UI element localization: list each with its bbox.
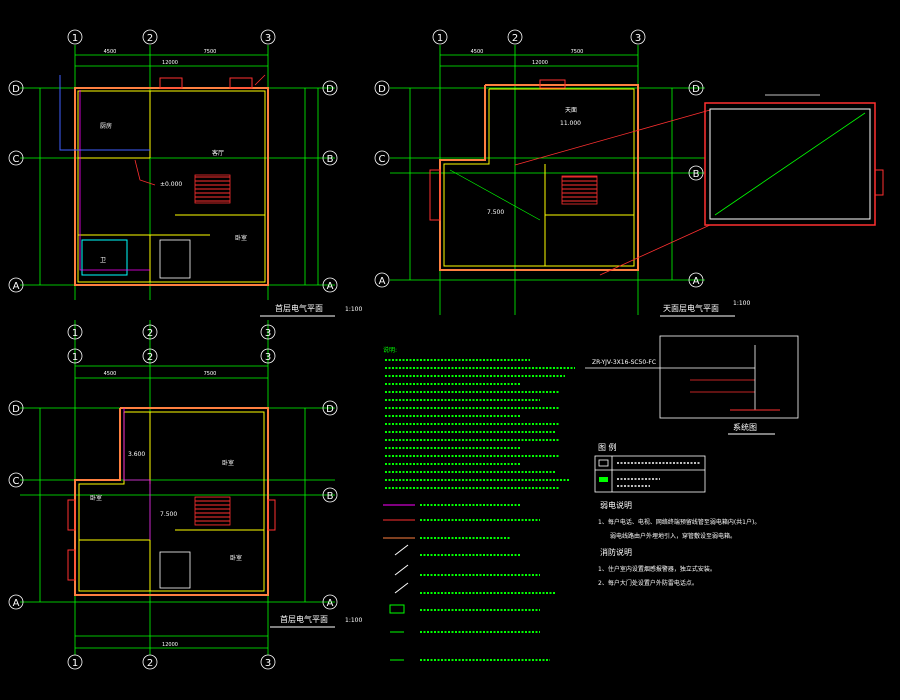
- scale-second: 1:100: [345, 617, 362, 624]
- roof-dim-a: 4500: [471, 49, 484, 55]
- dim-a: 4500: [104, 49, 117, 55]
- s-row-d: D: [12, 404, 20, 415]
- room-bath: 卫: [100, 257, 106, 264]
- s-col-2b: 2: [147, 658, 153, 669]
- roof-plan: 1 2 3 D C A D B A 4500 7500 12000: [374, 29, 750, 317]
- grid-row-d-r: D: [326, 84, 334, 95]
- s-row-a: A: [13, 598, 20, 609]
- roof-row-d-r: D: [692, 84, 700, 95]
- s-room-2: 卧室: [222, 459, 234, 467]
- room-living: 客厅: [212, 149, 224, 157]
- roof-elev: 11.000: [560, 120, 581, 127]
- roof-col-2: 2: [512, 33, 518, 44]
- roof-row-b-r: B: [693, 169, 700, 180]
- grid-row-c: C: [13, 154, 20, 165]
- roof-col-3: 3: [635, 33, 641, 44]
- s-dim-a: 4500: [104, 371, 117, 377]
- system-cable: ZR-YJV-3X16-SC50-FC: [592, 359, 656, 366]
- scale-ground: 1:100: [345, 306, 362, 313]
- s-col-3a: 3: [265, 328, 271, 339]
- title-second: 首层电气平面: [280, 614, 328, 624]
- roof-detail: [704, 94, 884, 226]
- title-roof: 天面层电气平面: [663, 303, 719, 313]
- s-col-3: 3: [265, 352, 271, 363]
- weak-line-2: 弱电线路由户外埋地引入，穿管敷设至弱电箱。: [610, 532, 736, 540]
- legend-table: 图 例: [594, 442, 706, 493]
- title-ground: 首层电气平面: [275, 303, 323, 313]
- notes-heading: 说明:: [383, 346, 397, 354]
- s-col-1: 1: [72, 352, 78, 363]
- s-dim-total: 12000: [162, 642, 178, 648]
- second-floor-plan: 1 2 3 1 2 3 1 2 3 D C A D B A 4500 7500 …: [8, 320, 362, 670]
- s-row-b-r: B: [327, 491, 334, 502]
- weak-line-1: 1、每户电话、电视、网络终端预留线管至弱电箱内(共1户)。: [598, 518, 760, 526]
- roof-col-1: 1: [437, 33, 443, 44]
- roof-label: 天面: [565, 107, 577, 114]
- system-diagram: ZR-YJV-3X16-SC50-FC 系统图: [585, 335, 799, 435]
- elev-ground: ±0.000: [160, 181, 182, 188]
- scale-roof: 1:100: [733, 300, 750, 307]
- fire-line-1: 1、住户室内设置烟感报警器，独立式安装。: [598, 565, 716, 573]
- grid-row-d: D: [12, 84, 20, 95]
- grid-col-3: 3: [265, 33, 271, 44]
- grid-row-b-r: B: [327, 154, 334, 165]
- fire-title: 消防说明: [600, 547, 632, 557]
- roof-row-a: A: [379, 276, 386, 287]
- grid-col-1: 1: [72, 33, 78, 44]
- roof-row-c: C: [379, 154, 386, 165]
- ground-floor-plan: 1 2 3 D C A D B A 4500 7500 12000: [8, 29, 362, 317]
- system-title: 系统图: [733, 422, 757, 432]
- s-col-1b: 1: [72, 658, 78, 669]
- s-col-1a: 1: [72, 328, 78, 339]
- roof-elev-low: 7.500: [487, 209, 504, 216]
- room-kitchen: 厨房: [100, 122, 112, 130]
- s-col-2a: 2: [147, 328, 153, 339]
- s-row-c: C: [13, 476, 20, 487]
- s-row-a-r: A: [327, 598, 334, 609]
- s-col-2: 2: [147, 352, 153, 363]
- notes-block: 说明:: [383, 346, 575, 661]
- room-bedroom: 卧室: [235, 234, 247, 242]
- weak-title: 弱电说明: [600, 500, 632, 510]
- grid-row-a: A: [13, 281, 20, 292]
- roof-dim-total: 12000: [532, 60, 548, 66]
- s-col-3b: 3: [265, 658, 271, 669]
- s-elev-2: 7.500: [160, 511, 177, 518]
- legend-title: 图 例: [598, 442, 617, 452]
- roof-row-d: D: [378, 84, 386, 95]
- s-elev-1: 3.600: [128, 451, 145, 458]
- description-notes: 弱电说明 1、每户电话、电视、网络终端预留线管至弱电箱内(共1户)。 弱电线路由…: [598, 500, 760, 587]
- grid-row-a-r: A: [327, 281, 334, 292]
- s-row-d-r: D: [326, 404, 334, 415]
- fire-line-2: 2、每户大门处设置户外防雷电话点。: [598, 579, 698, 587]
- s-room-3: 卧室: [230, 554, 242, 562]
- roof-dim-b: 7500: [571, 49, 584, 55]
- dim-total: 12000: [162, 60, 178, 66]
- dim-b: 7500: [204, 49, 217, 55]
- s-dim-b: 7500: [204, 371, 217, 377]
- grid-col-2: 2: [147, 33, 153, 44]
- roof-row-a-r: A: [693, 276, 700, 287]
- s-room-1: 卧室: [90, 494, 102, 502]
